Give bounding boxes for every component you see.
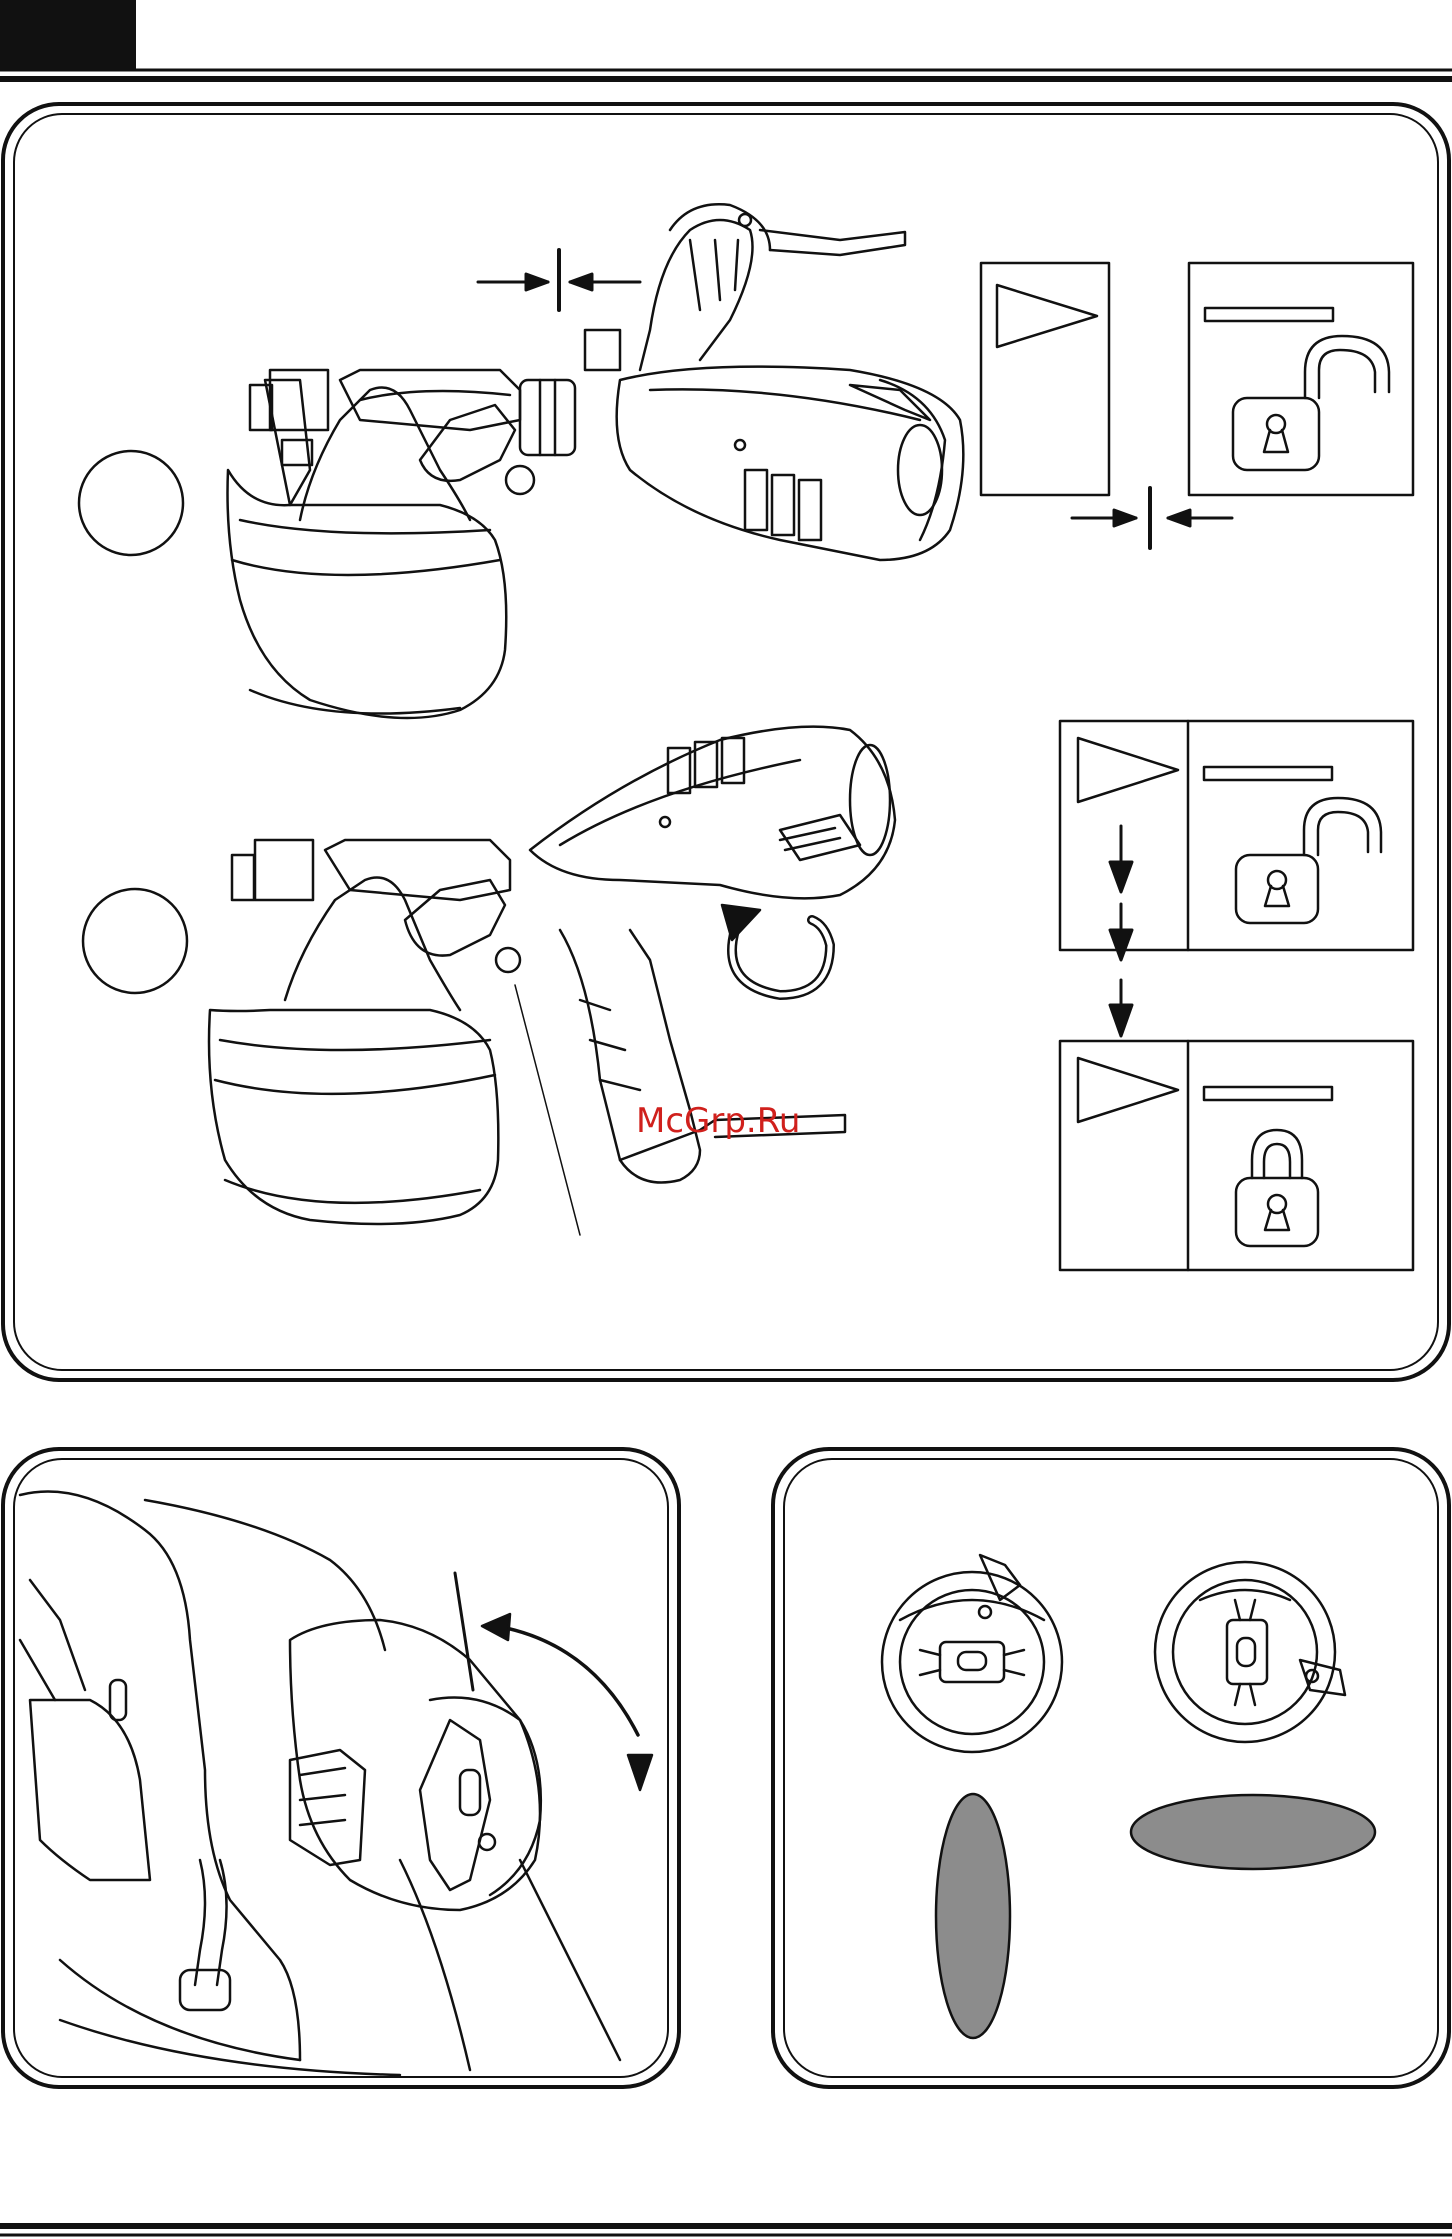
spray-pattern-vertical [936, 1794, 1010, 2038]
bottom-left-panel [3, 1449, 679, 2087]
padlock-closed-icon [1236, 1130, 1318, 1246]
padlock-open-icon [1233, 336, 1389, 470]
page-footer [0, 2226, 1452, 2235]
nozzle-closeup-illustration [20, 1492, 620, 2075]
spray-attachment-step1 [228, 370, 576, 718]
symbol-box-play-step1 [981, 263, 1109, 495]
nozzle-vertical-setting [882, 1555, 1062, 1752]
gap-indicator-right [1072, 488, 1232, 548]
arrows-down-sequence [1110, 826, 1132, 1036]
arrow-down-icon [1110, 904, 1132, 960]
nozzle-horizontal-setting [1155, 1562, 1345, 1742]
bottom-right-panel [773, 1449, 1449, 2087]
step-circle-1 [79, 451, 183, 555]
symbol-box-step2-bottom [1060, 1041, 1413, 1270]
symbol-box-unlock-step1 [1189, 263, 1413, 495]
symbol-box-step2-top [1060, 721, 1413, 950]
padlock-open-icon [1236, 798, 1381, 923]
spray-pattern-horizontal [1131, 1795, 1375, 1869]
play-triangle-icon [997, 285, 1097, 347]
page-header [0, 0, 1452, 79]
gap-indicator-top [478, 250, 640, 310]
spray-gun-body-step1 [585, 204, 963, 560]
spray-attachment-step2 [209, 840, 580, 1235]
arrow-down-icon [1110, 826, 1132, 892]
arrow-down-icon [1110, 980, 1132, 1036]
rotate-arrow-icon [482, 1614, 652, 1790]
page-number-block [0, 0, 136, 70]
rotate-arrow-icon [722, 905, 830, 995]
watermark-text: McGrp.Ru [636, 1101, 800, 1141]
top-panel: McGrp.Ru [3, 104, 1449, 1380]
play-triangle-icon [1078, 1058, 1178, 1122]
play-triangle-icon [1078, 738, 1178, 802]
step-circle-2 [83, 889, 187, 993]
